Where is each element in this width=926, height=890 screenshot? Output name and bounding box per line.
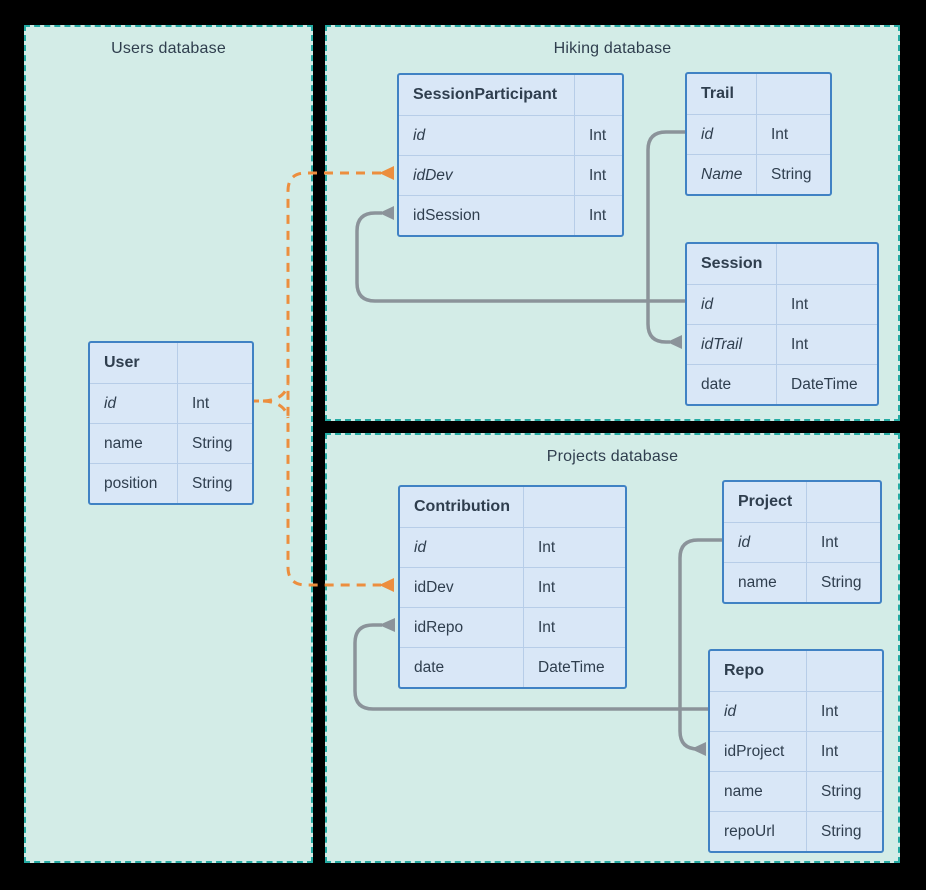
table-header-type-cell: [524, 487, 625, 527]
field-type: Int: [821, 742, 839, 760]
table-title: Trail: [687, 74, 757, 114]
field-type: Int: [791, 335, 809, 353]
field-name: idSession: [399, 196, 575, 235]
table-title: Contribution: [400, 487, 524, 527]
table-title: User: [90, 343, 178, 383]
table-row: id Int: [400, 527, 625, 567]
table-header-type-cell: [777, 244, 877, 284]
field-type: Int: [538, 538, 556, 556]
field-name: name: [724, 563, 807, 602]
table-row: idDev Int: [399, 155, 622, 195]
table-header-row: SessionParticipant: [399, 75, 622, 115]
field-type: Int: [821, 702, 839, 720]
field-type: Int: [538, 578, 556, 596]
field-type: String: [821, 822, 862, 840]
table-header-row: Session: [687, 244, 877, 284]
panel-title-users: Users database: [111, 40, 226, 57]
field-type: Int: [538, 618, 556, 636]
table-header-row: Trail: [687, 74, 830, 114]
table-row: idSession Int: [399, 195, 622, 235]
project-table[interactable]: Project id Int name String: [722, 480, 882, 604]
table-row: name String: [710, 771, 882, 811]
field-name: id: [687, 115, 757, 154]
table-title: SessionParticipant: [399, 75, 575, 115]
field-name: idProject: [710, 732, 807, 771]
field-name: id: [90, 384, 178, 423]
field-type: String: [771, 165, 812, 183]
field-name: date: [687, 365, 777, 404]
table-row: position String: [90, 463, 252, 503]
panel-title-hiking: Hiking database: [553, 40, 672, 57]
field-type: Int: [791, 295, 809, 313]
field-name: idDev: [400, 568, 524, 607]
table-header-type-cell: [575, 75, 622, 115]
field-name: id: [400, 528, 524, 567]
trail-table[interactable]: Trail id Int Name String: [685, 72, 832, 196]
table-row: idDev Int: [400, 567, 625, 607]
field-type: Int: [771, 125, 789, 143]
field-type: String: [192, 474, 233, 492]
table-row: id Int: [399, 115, 622, 155]
table-row: date DateTime: [687, 364, 877, 404]
table-row: id Int: [687, 284, 877, 324]
field-name: date: [400, 648, 524, 687]
table-row: repoUrl String: [710, 811, 882, 851]
table-header-row: User: [90, 343, 252, 383]
field-type: Int: [589, 166, 607, 184]
table-header-type-cell: [757, 74, 830, 114]
field-name: name: [90, 424, 178, 463]
field-type: Int: [821, 533, 839, 551]
table-row: idProject Int: [710, 731, 882, 771]
field-name: id: [399, 116, 575, 155]
field-type: String: [821, 782, 862, 800]
table-header-type-cell: [178, 343, 252, 383]
table-header-row: Project: [724, 482, 880, 522]
field-type: String: [821, 573, 862, 591]
table-title: Session: [687, 244, 777, 284]
field-name: id: [724, 523, 807, 562]
field-name: id: [710, 692, 807, 731]
table-row: name String: [90, 423, 252, 463]
field-name: position: [90, 464, 178, 503]
table-header-row: Repo: [710, 651, 882, 691]
field-type: Int: [589, 126, 607, 144]
field-type: DateTime: [791, 375, 858, 393]
field-type: DateTime: [538, 658, 605, 676]
table-row: id Int: [687, 114, 830, 154]
field-name: idRepo: [400, 608, 524, 647]
table-header-type-cell: [807, 482, 880, 522]
field-name: idDev: [399, 156, 575, 195]
field-name: name: [710, 772, 807, 811]
table-header-type-cell: [807, 651, 882, 691]
table-title: Repo: [710, 651, 807, 691]
table-title: Project: [724, 482, 807, 522]
field-name: id: [687, 285, 777, 324]
table-row: id Int: [710, 691, 882, 731]
field-type: String: [192, 434, 233, 452]
field-type: Int: [192, 394, 210, 412]
panel-title-projects: Projects database: [546, 448, 679, 465]
field-name: Name: [687, 155, 757, 194]
table-row: date DateTime: [400, 647, 625, 687]
table-row: idRepo Int: [400, 607, 625, 647]
table-row: name String: [724, 562, 880, 602]
table-row: idTrail Int: [687, 324, 877, 364]
table-row: id Int: [90, 383, 252, 423]
field-name: idTrail: [687, 325, 777, 364]
table-row: Name String: [687, 154, 830, 194]
table-row: id Int: [724, 522, 880, 562]
table-header-row: Contribution: [400, 487, 625, 527]
field-name: repoUrl: [710, 812, 807, 851]
field-type: Int: [589, 206, 607, 224]
